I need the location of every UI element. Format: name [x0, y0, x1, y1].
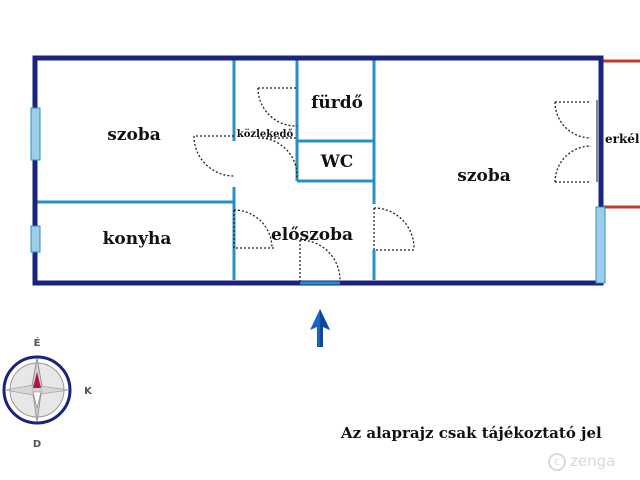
- room-label-eloszoba: előszoba: [271, 225, 353, 245]
- balcony-outline: [601, 59, 640, 209]
- outer-wall: [32, 55, 604, 286]
- room-label-wc: WC: [320, 152, 354, 172]
- room-label-furdo: fürdő: [311, 93, 363, 113]
- door-swings: [193, 87, 592, 283]
- inner-walls: [37, 60, 376, 280]
- windows: [30, 107, 606, 284]
- room-label-konyha: konyha: [103, 229, 172, 249]
- compass-icon: [2, 355, 72, 425]
- entrance-arrow-icon: [310, 309, 330, 347]
- disclaimer-note: Az alaprajz csak tájékoztató jel: [341, 424, 602, 442]
- room-label-szoba-right: szoba: [457, 166, 510, 186]
- compass-south-label: D: [33, 439, 41, 450]
- compass-north-label: É: [34, 336, 41, 349]
- zenga-logo-icon: c: [548, 452, 566, 471]
- room-label-erkely: erkél: [605, 132, 640, 146]
- compass-east-label: K: [84, 386, 93, 397]
- watermark-text: zenga: [570, 452, 616, 470]
- room-label-kozlekedo: közlekedő: [237, 129, 294, 140]
- room-label-szoba-left: szoba: [107, 125, 160, 145]
